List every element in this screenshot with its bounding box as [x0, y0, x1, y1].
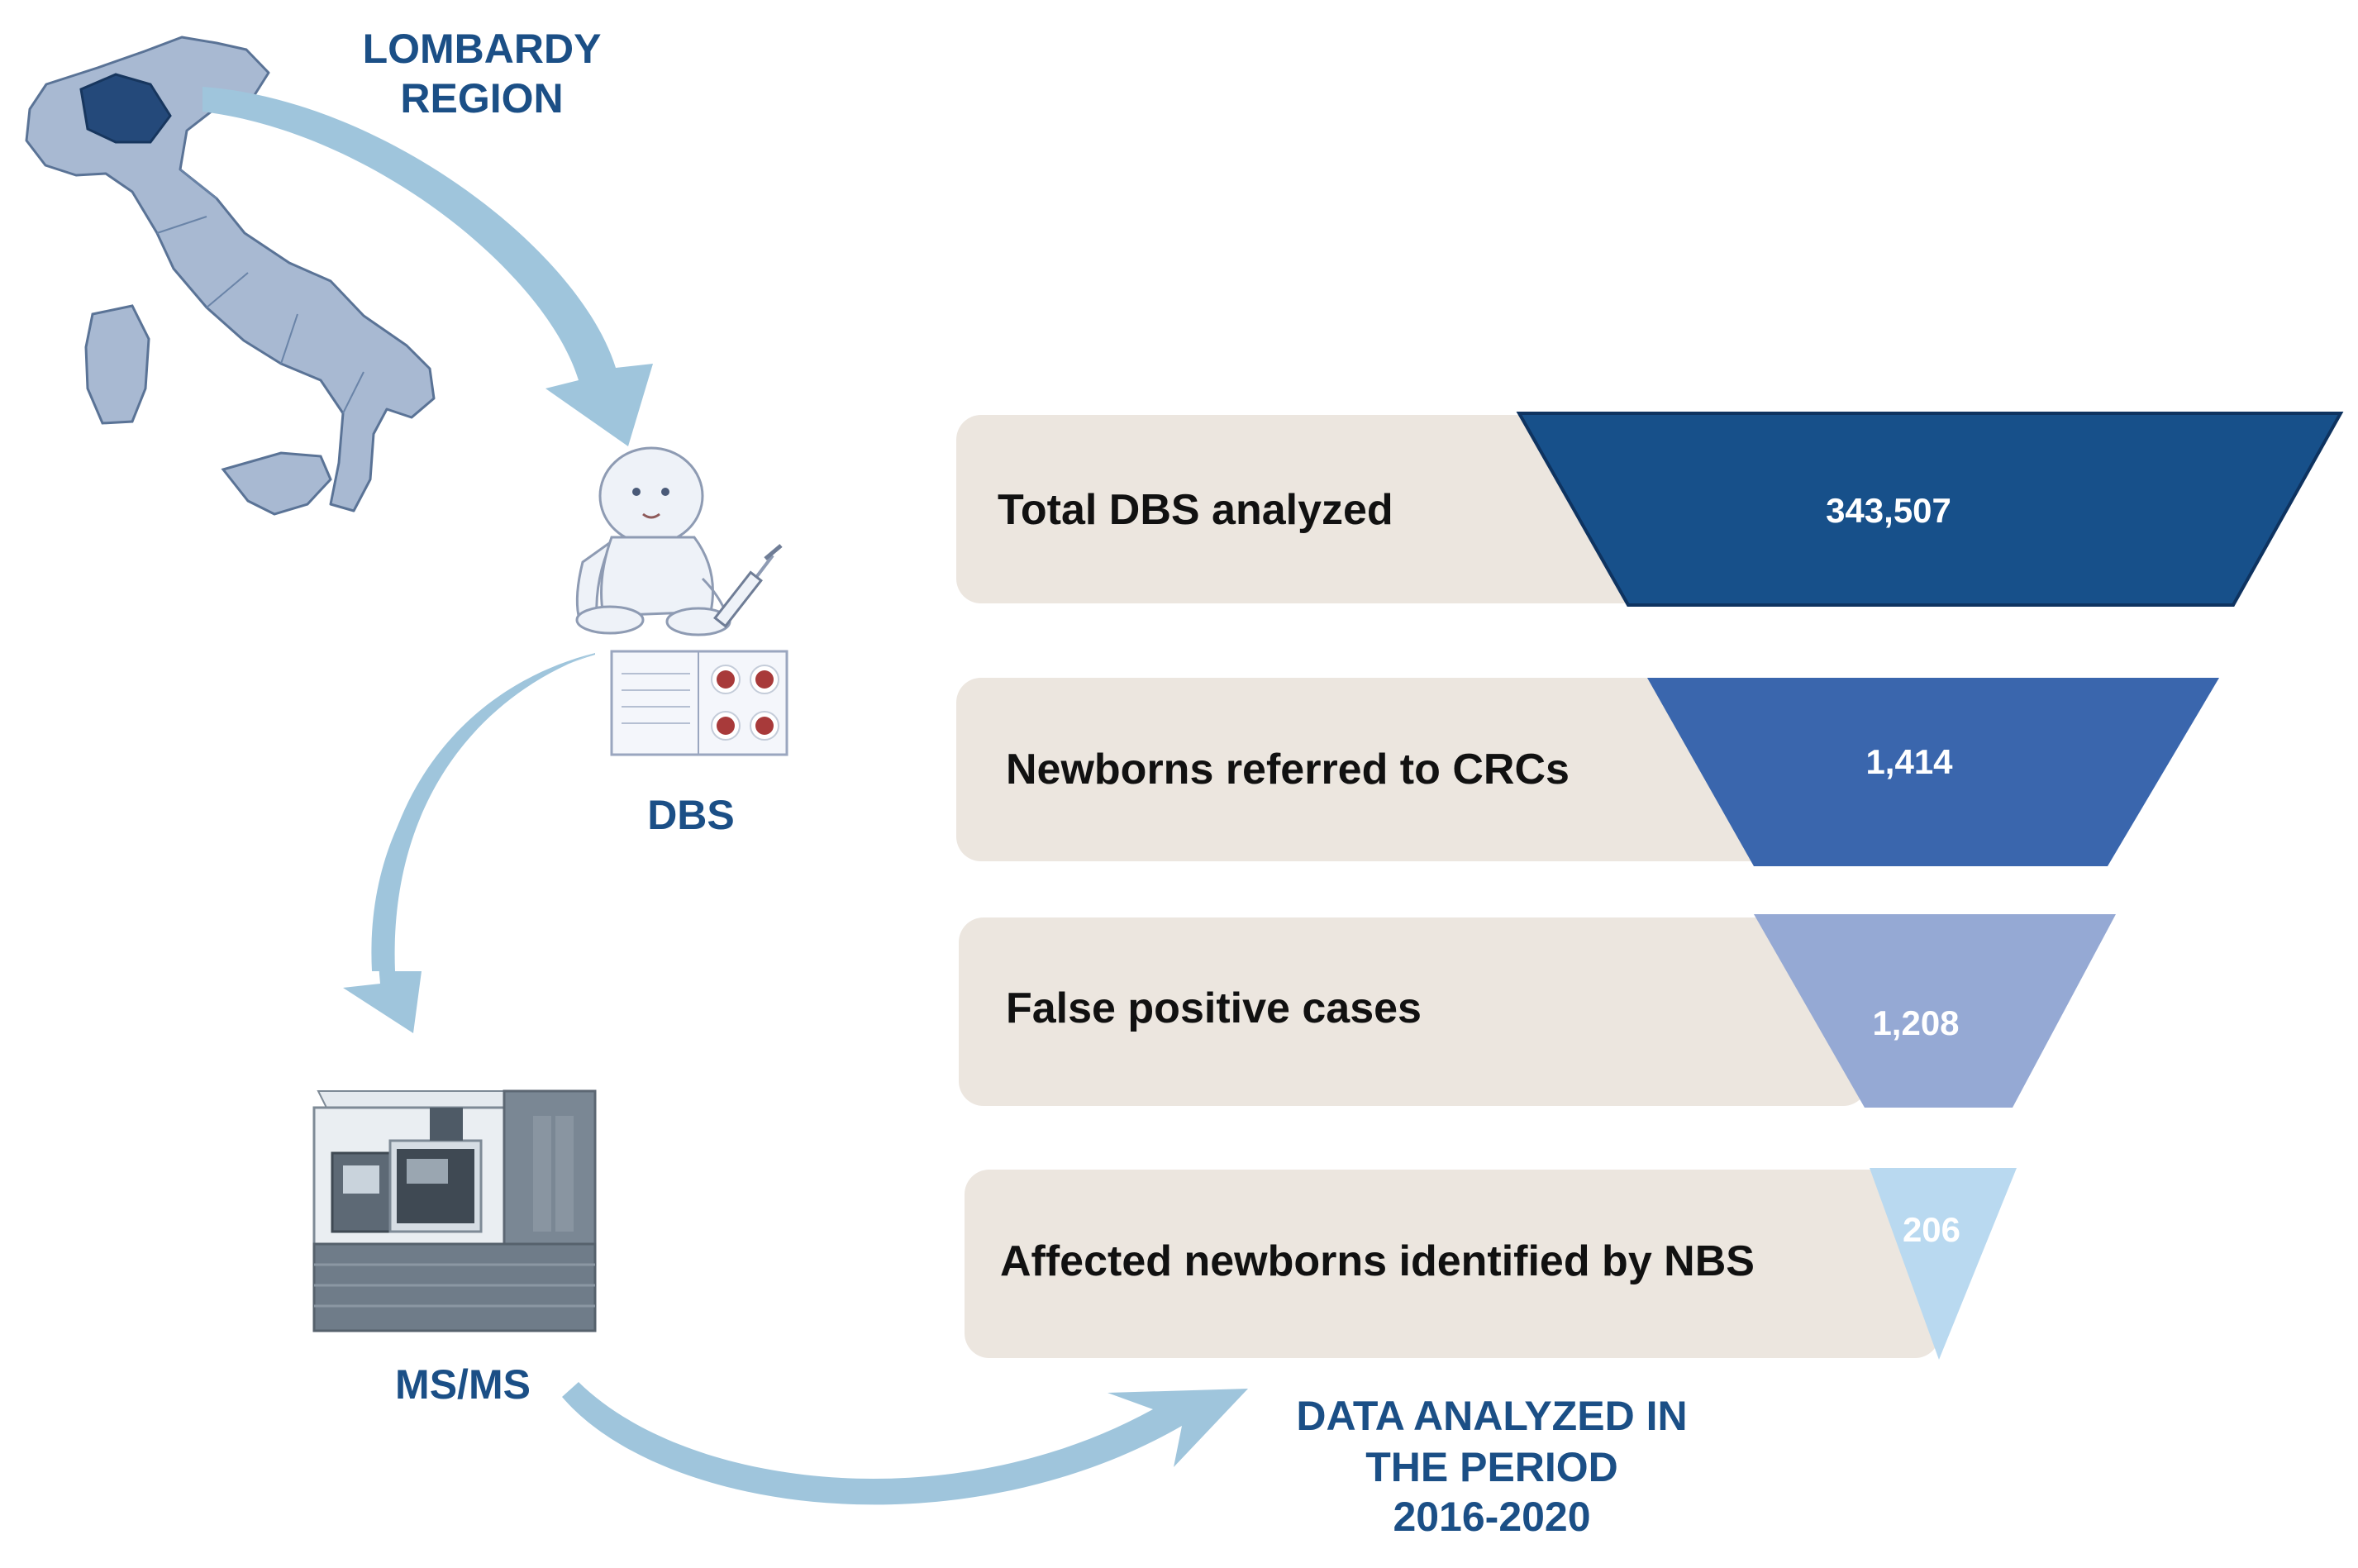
funnel-bar — [1870, 1168, 2017, 1360]
funnel-bar — [1516, 412, 2344, 607]
period-label-line3: 2016-2020 — [1393, 1494, 1590, 1540]
baby-icon — [575, 446, 731, 636]
funnel-bar — [1754, 914, 2116, 1108]
funnel-value: 343,507 — [1826, 491, 1951, 530]
funnel-row-1: Total DBS analyzed 343,507 — [956, 412, 2344, 607]
funnel-row-background — [965, 1170, 1940, 1358]
italy-map-icon — [25, 36, 436, 516]
region-label-line2: REGION — [400, 75, 563, 122]
arrow-dbs-to-msms — [343, 653, 595, 1033]
arrow-msms-to-data — [562, 1382, 1248, 1505]
funnel-value: 1,414 — [1865, 742, 1953, 781]
funnel-row-background — [956, 678, 1882, 861]
funnel-row-3: False positive cases 1,208 — [959, 914, 2116, 1108]
funnel-label: Total DBS analyzed — [998, 486, 1393, 534]
mass-spectrometer-icon — [312, 1089, 597, 1332]
syringe-icon — [713, 544, 783, 628]
funnel-value: 206 — [1903, 1210, 1960, 1249]
arrow-map-to-dbs — [202, 87, 653, 446]
funnel-label: Newborns referred to CRCs — [1006, 746, 1570, 794]
msms-label: MS/MS — [395, 1361, 531, 1408]
funnel-label: False positive cases — [1006, 984, 1422, 1032]
funnel-bar — [1647, 678, 2219, 866]
funnel-value: 1,208 — [1872, 1003, 1959, 1042]
funnel-row-2: Newborns referred to CRCs 1,414 — [956, 678, 2219, 866]
funnel-row-background — [959, 917, 1868, 1106]
region-label-line1: LOMBARDY — [363, 26, 602, 72]
funnel: Total DBS analyzed 343,507 Newborns refe… — [956, 412, 2344, 1360]
funnel-label: Affected newborns identified by NBS — [1000, 1237, 1755, 1285]
period-label-line1: DATA ANALYZED IN — [1296, 1393, 1687, 1439]
dbs-label: DBS — [647, 792, 735, 838]
dbs-card-icon — [610, 650, 788, 756]
funnel-row-4: Affected newborns identified by NBS 206 — [965, 1168, 2017, 1360]
period-label-line2: THE PERIOD — [1365, 1444, 1618, 1490]
